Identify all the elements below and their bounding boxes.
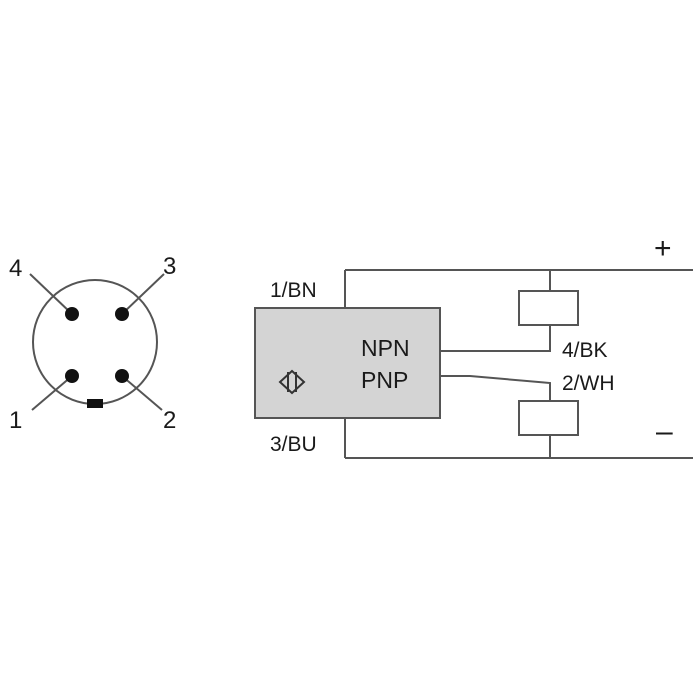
load-1: [518, 290, 579, 326]
pin-label-3: 3: [163, 253, 176, 280]
pin-3-dot: [115, 307, 129, 321]
pnp-label: PNP: [361, 367, 408, 393]
pin-3-leader: [121, 273, 165, 315]
load-2: [518, 400, 579, 436]
wire-label-brown: 1/BN: [270, 279, 317, 302]
pin-4-dot: [65, 307, 79, 321]
sensor-body: NPN PNP: [254, 307, 441, 419]
positive-terminal-label: +: [654, 232, 672, 265]
negative-terminal-label: –: [656, 415, 673, 448]
wire-label-white: 2/WH: [562, 372, 615, 395]
pin-1-dot: [65, 369, 79, 383]
wire-label-black: 4/BK: [562, 339, 608, 362]
black-wire: [440, 326, 551, 352]
connector-key: [87, 399, 103, 408]
sensor-housing: [254, 307, 441, 419]
pin-2-leader: [121, 375, 163, 411]
wiring: [344, 269, 693, 459]
pin-2-dot: [115, 369, 129, 383]
pin-label-2: 2: [163, 407, 176, 434]
white-wire: [440, 375, 551, 401]
wire-label-blue: 3/BU: [270, 433, 317, 456]
connector-face: 4 3 1 2: [9, 253, 176, 434]
npn-label: NPN: [361, 335, 410, 361]
proximity-sensor-icon: [278, 369, 306, 395]
pin-4-leader: [29, 273, 73, 315]
pin-label-1: 1: [9, 407, 22, 434]
pin-1-leader: [31, 375, 73, 411]
pin-label-4: 4: [9, 255, 22, 282]
